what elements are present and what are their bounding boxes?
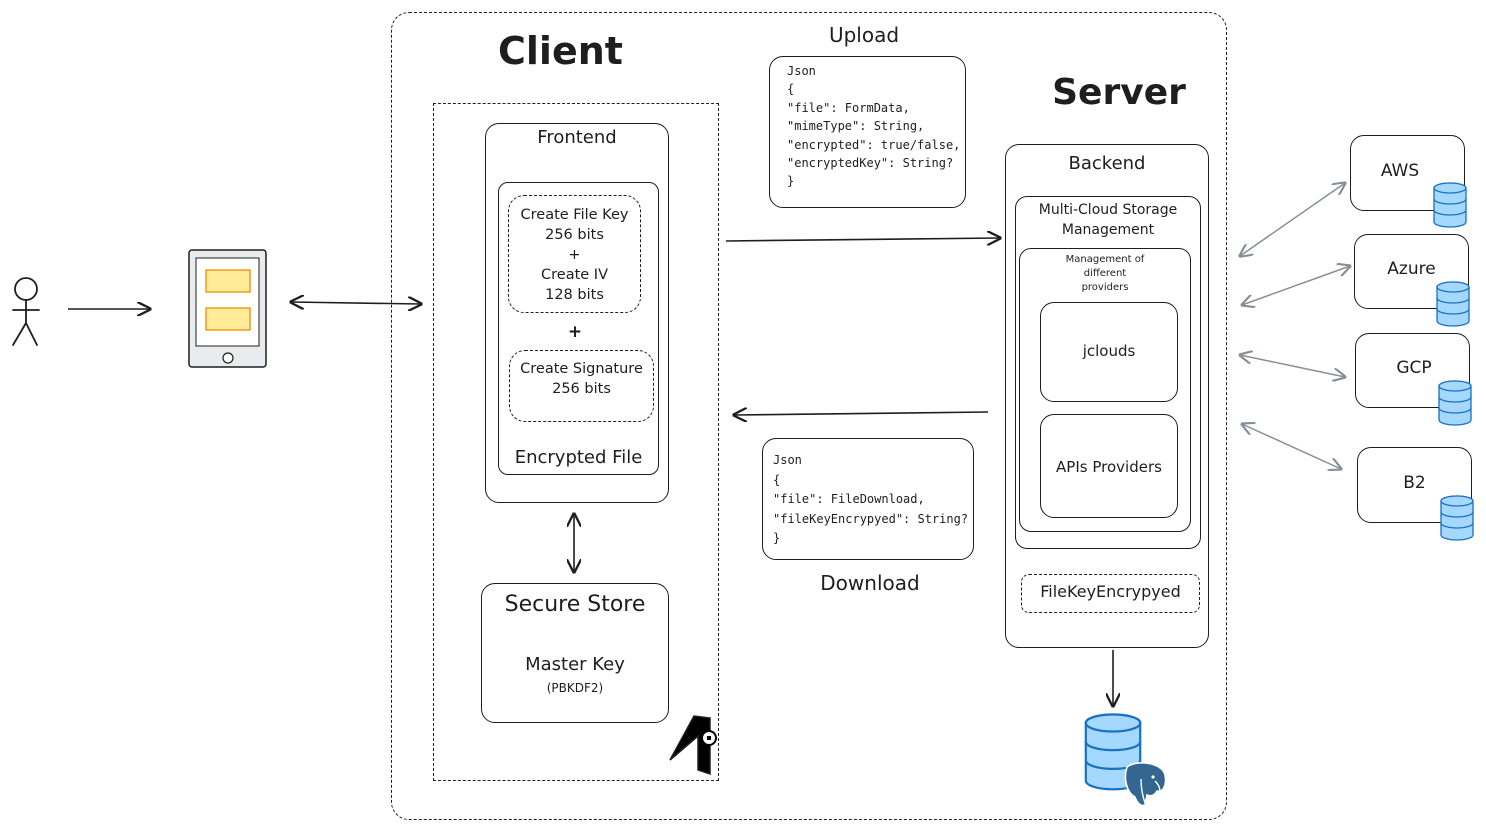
database-icon — [1436, 281, 1470, 327]
plus-sign: + — [567, 322, 583, 342]
mobile-device-icon — [188, 249, 267, 368]
azure-arrow — [1242, 266, 1350, 305]
frontend-box — [485, 123, 669, 503]
encrypted-file-label: Encrypted File — [514, 447, 643, 468]
backend-title: Backend — [1068, 153, 1146, 174]
aws-arrow — [1240, 183, 1345, 256]
database-icon — [1433, 182, 1467, 228]
provider-b2-box — [1357, 447, 1472, 523]
signature-block — [509, 350, 654, 422]
jclouds-label: jclouds — [1082, 342, 1136, 360]
upload-label: Upload — [828, 23, 900, 47]
client-app-boundary — [433, 103, 719, 781]
provider-gcp-label: GCP — [1396, 358, 1432, 378]
provider-aws-box — [1350, 135, 1465, 211]
apis-providers-box — [1040, 414, 1178, 518]
server-title: Server — [1052, 72, 1186, 113]
management-text: Management of different providers — [1065, 254, 1145, 293]
provider-gcp-box — [1355, 333, 1470, 408]
react-native-logo-icon — [669, 715, 717, 776]
provider-b2-label: B2 — [1403, 473, 1426, 493]
database-icon — [1440, 495, 1474, 541]
client-title: Client — [498, 29, 623, 73]
upload-json-text: Json { "file": FormData, "mimeType": Str… — [787, 64, 961, 189]
postgresql-elephant-icon — [1124, 762, 1167, 807]
download-json-box — [762, 438, 974, 560]
system-boundary — [391, 12, 1227, 820]
provider-azure-box — [1354, 234, 1469, 309]
download-json-text: Json { "file": FileDownload, "fileKeyEnc… — [773, 453, 969, 546]
frontend-title: Frontend — [537, 127, 617, 148]
stick-figure-icon — [12, 277, 40, 346]
jclouds-box — [1040, 302, 1178, 402]
provider-azure-label: Azure — [1387, 259, 1436, 279]
kdf-label: (PBKDF2) — [546, 681, 604, 695]
signature-text: Create Signature 256 bits — [520, 361, 643, 397]
filekey-box — [1021, 574, 1200, 613]
secure-store-box — [481, 583, 669, 723]
b2-arrow — [1242, 424, 1341, 469]
multicloud-box — [1015, 196, 1201, 549]
database-icon — [1438, 380, 1472, 426]
encryption-box — [498, 182, 659, 475]
device-client-arrow — [291, 302, 421, 304]
provider-arrows — [1240, 183, 1350, 469]
upload-arrow — [725, 238, 1000, 241]
management-box — [1019, 248, 1191, 532]
filekey-label: FileKeyEncrypyed — [1040, 582, 1181, 601]
file-key-text: Create File Key 256 bits + Create IV 128… — [520, 207, 629, 303]
download-label: Download — [820, 571, 920, 595]
file-key-block — [508, 195, 641, 313]
backend-box — [1005, 144, 1209, 648]
gcp-arrow — [1240, 355, 1345, 377]
upload-json-box — [769, 56, 966, 208]
apis-providers-label: APIs Providers — [1056, 458, 1162, 476]
provider-aws-label: AWS — [1380, 161, 1420, 181]
master-key-label: Master Key — [525, 654, 625, 675]
download-arrow — [734, 412, 989, 415]
secure-store-title: Secure Store — [504, 592, 646, 617]
multicloud-title: Multi-Cloud Storage Management — [1038, 202, 1178, 238]
